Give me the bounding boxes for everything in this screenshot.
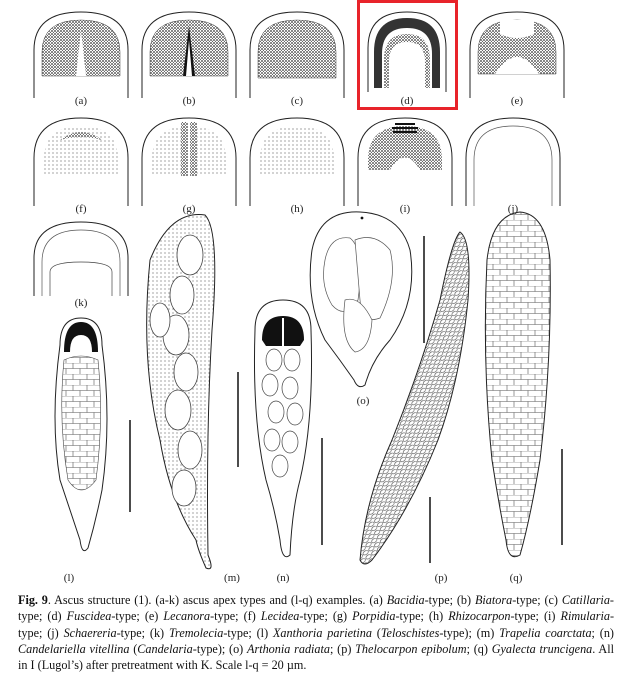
caption-fragment: -type; (c) xyxy=(512,593,562,607)
caption-fragment: -type; (h) xyxy=(395,609,449,624)
caption-fragment: -type); (o) xyxy=(192,641,248,656)
caption-fragment: -type; (f) xyxy=(210,609,261,624)
apex-i xyxy=(357,117,453,206)
caption-text: . Ascus structure (1). (a-k) ascus apex … xyxy=(18,593,614,672)
ascus-label: (p) xyxy=(435,572,448,584)
apex-label: (b) xyxy=(183,95,196,107)
ascus-label: (q) xyxy=(510,572,523,584)
caption-taxon: Porpidia xyxy=(352,609,396,624)
caption-taxon: Rimularia xyxy=(560,609,610,624)
caption-fig-label: Fig. 9 xyxy=(18,593,48,607)
caption-taxon: Tremolecia xyxy=(168,625,224,640)
apex-label: (a) xyxy=(75,95,88,107)
caption-taxon: Arthonia radiata xyxy=(247,641,331,656)
apex-h xyxy=(249,117,345,206)
panel-labels: (a) (b) (c) (d) (e) (f) (g) (h) (i) (j) (k) (l) (m) (… xyxy=(64,95,524,584)
figure-caption: Fig. 9. Ascus structure (1). (a-k) ascus… xyxy=(18,592,614,673)
caption-taxon: Gyalecta truncigena xyxy=(491,641,593,656)
apex-f xyxy=(33,117,129,206)
apex-label: (h) xyxy=(291,203,304,215)
apex-label: (c) xyxy=(291,95,304,107)
caption-fragment: -type; (d) xyxy=(18,593,614,624)
ascus-o xyxy=(309,211,425,388)
caption-taxon: Trapelia coarctata xyxy=(499,625,592,640)
caption-taxon: Fuscidea xyxy=(66,609,112,624)
apex-label: (k) xyxy=(75,297,88,309)
ascus-figure: (a) (b) (c) (d) (e) (f) (g) (h) (i) (j) (k) (l) (m) (… xyxy=(33,11,565,584)
caption-fragment: -type; (b) xyxy=(424,593,475,607)
caption-fragment: -type; (i) xyxy=(510,609,561,624)
caption-taxon: Candelariella vitellina xyxy=(18,641,130,656)
caption-taxon: Schaereria xyxy=(63,625,117,640)
caption-fragment: ; (q) xyxy=(466,641,492,656)
caption-taxon: Teloschistes xyxy=(380,625,440,640)
caption-taxon: Lecidea xyxy=(260,609,300,624)
ascus-m xyxy=(146,214,239,570)
caption-fragment: . Ascus structure (1). (a-k) ascus apex … xyxy=(47,593,387,607)
caption-fragment: -type; (k) xyxy=(116,625,169,640)
caption-fragment: ; (p) xyxy=(330,641,356,656)
apex-k xyxy=(33,221,129,296)
ascus-label: (l) xyxy=(64,572,75,584)
caption-fragment: ( xyxy=(129,641,138,656)
caption-taxon: Lecanora xyxy=(163,609,211,624)
caption-taxon: Xanthoria parietina xyxy=(272,625,372,640)
apex-label: (g) xyxy=(183,203,196,215)
caption-taxon: Thelocarpon epibolum xyxy=(355,641,467,656)
apex-e xyxy=(469,11,565,98)
highlight-box xyxy=(357,0,458,110)
ascus-label: (m) xyxy=(224,572,240,584)
caption-fragment: . All in I (Lugol’s) after pretreatment … xyxy=(18,641,614,673)
apex-label: (i) xyxy=(400,203,411,215)
caption-taxon: Bacidia xyxy=(386,593,425,607)
caption-taxon: Catillaria xyxy=(561,593,610,607)
ascus-label: (o) xyxy=(357,395,370,407)
apex-c xyxy=(249,11,345,98)
ascus-label: (n) xyxy=(277,572,290,584)
apex-d xyxy=(367,11,447,92)
apex-label: (d) xyxy=(401,95,414,107)
caption-fragment: ; (n) xyxy=(591,625,614,640)
caption-fragment: -type; (l) xyxy=(223,625,273,640)
ascus-q xyxy=(484,211,563,558)
caption-taxon: Biatora xyxy=(474,593,513,607)
ascus-n xyxy=(253,299,323,558)
apex-a xyxy=(33,11,129,98)
caption-fragment: -type); (m) xyxy=(439,625,500,640)
caption-taxon: Rhizocarpon xyxy=(448,609,511,624)
apex-b xyxy=(141,11,237,98)
apex-g xyxy=(141,117,237,206)
ascus-p xyxy=(359,231,470,565)
caption-fragment: -type; (j) xyxy=(18,609,614,640)
apex-j xyxy=(465,117,561,206)
caption-fragment: -type; (e) xyxy=(111,609,164,624)
apex-label: (f) xyxy=(76,203,87,215)
caption-fragment: ( xyxy=(371,625,381,640)
apex-label: (e) xyxy=(511,95,524,107)
ascus-l xyxy=(54,317,131,552)
apex-label: (j) xyxy=(508,203,519,215)
caption-taxon: Candelaria xyxy=(137,641,193,656)
caption-fragment: -type; (g) xyxy=(299,609,353,624)
